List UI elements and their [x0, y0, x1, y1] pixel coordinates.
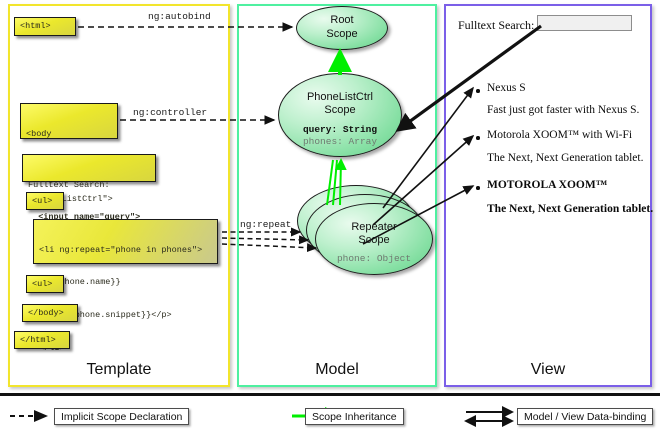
- code-box-html-open: <html>: [14, 17, 76, 36]
- ctrl-scope-line1: PhoneListCtrl: [306, 91, 374, 103]
- code-box-fulltext-search: Fulltext Search: <input name="query">: [22, 154, 156, 222]
- view-item-name: Nexus S: [487, 82, 526, 94]
- ctrl-scope-line2: Scope: [324, 104, 356, 116]
- repeater-scope-prop-phone: phone: Object: [336, 253, 412, 264]
- code-box-body-tag: <body ng:controller= "PhoneListCtrl">: [20, 103, 118, 204]
- view-item-name: MOTOROLA XOOM™: [487, 179, 608, 191]
- root-scope-line2: Scope: [326, 28, 358, 40]
- code-text: </body>: [28, 307, 64, 318]
- connector-label-controller: ng:controller: [133, 107, 208, 118]
- legend-label-implicit: Implicit Scope Declaration: [54, 408, 190, 425]
- view-item-desc: The Next, Next Generation tablet.: [487, 152, 644, 164]
- code-text: </html>: [20, 334, 56, 345]
- view-search-input[interactable]: [537, 15, 632, 31]
- list-bullet: [476, 89, 480, 93]
- panel-view-title: View: [530, 361, 566, 378]
- view-item-desc: Fast just got faster with Nexus S.: [487, 104, 640, 116]
- ctrl-scope-prop-phones: phones: Array: [302, 136, 378, 147]
- panel-view: View: [444, 4, 652, 387]
- legend-divider: [0, 393, 660, 396]
- code-line: "PhoneListCtrl">: [26, 194, 113, 204]
- code-line: <p>{{phone.snippet}}</p>: [39, 310, 172, 320]
- code-box-li-repeat: <li ng:repeat="phone in phones"> {{phone…: [33, 219, 218, 353]
- code-box-html-close: </html>: [14, 331, 70, 349]
- code-text: <ul>: [32, 278, 53, 289]
- view-item-name: Motorola XOOM™ with Wi-Fi: [487, 129, 633, 141]
- root-scope-line1: Root: [330, 14, 354, 26]
- code-box-ul-close: <ul>: [26, 275, 64, 293]
- list-bullet: [476, 186, 480, 190]
- code-line: <li ng:repeat="phone in phones">: [39, 244, 203, 255]
- connector-label-repeat: ng:repeat: [240, 219, 292, 230]
- legend-label-databinding: Model / View Data-binding: [517, 408, 654, 425]
- code-line: {{phone.name}}: [39, 277, 121, 288]
- ctrl-scope-prop-query: query: String: [302, 124, 378, 135]
- code-line: Fulltext Search:: [28, 179, 110, 190]
- code-line: <body: [26, 128, 52, 139]
- view-search-label: Fulltext Search:: [458, 18, 535, 32]
- repeater-scope-line1: Repeater: [351, 221, 397, 233]
- code-box-ul-open: <ul>: [26, 192, 64, 210]
- ellipse-root-scope: Root Scope: [296, 6, 388, 50]
- legend-label-inheritance: Scope Inheritance: [305, 408, 404, 425]
- repeater-scope-line2: Scope: [358, 234, 390, 246]
- view-item-desc: The Next, Next Generation tablet.: [487, 203, 654, 215]
- ellipse-repeater-scope: Repeater Scope phone: Object: [315, 203, 433, 275]
- list-bullet: [476, 136, 480, 140]
- code-box-body-close: </body>: [22, 304, 78, 322]
- code-text: <ul>: [32, 195, 53, 206]
- panel-model-title: Model: [315, 361, 359, 378]
- panel-template-title: Template: [86, 361, 152, 378]
- ellipse-phonelistctrl-scope: PhoneListCtrl Scope query: String phones…: [278, 73, 402, 157]
- code-text: <html>: [20, 21, 51, 32]
- code-line: <input name="query">: [28, 212, 141, 223]
- connector-label-autobind: ng:autobind: [148, 11, 211, 22]
